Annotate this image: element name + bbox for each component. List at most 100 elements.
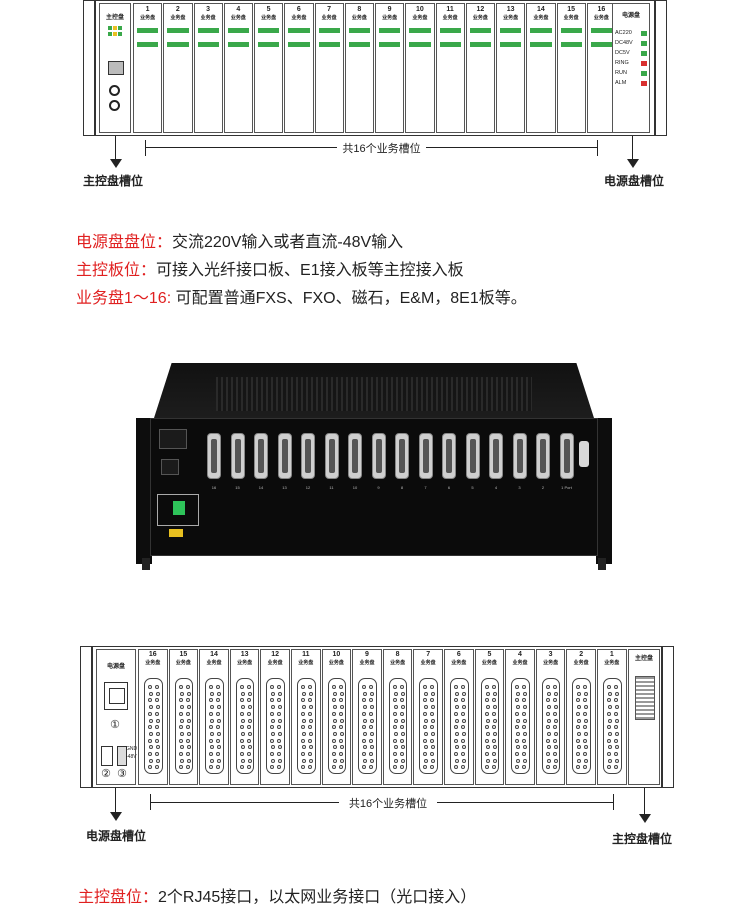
db-pin [301,698,305,703]
top-power-panel-title: 电源盘 [621,13,640,19]
db-pin [185,711,190,716]
db-pin [461,765,465,770]
power-indicator-label: DC48V [615,40,633,46]
db-pin [552,725,557,730]
db-pin [155,765,159,770]
db-pin [362,752,367,756]
db-pin [431,731,436,736]
db-pin [210,745,215,750]
db-connector [388,678,408,774]
db-pin [523,705,528,710]
db-pin [485,718,490,723]
db-pin [178,711,183,716]
db-pin [217,745,222,750]
db-pin [185,752,190,756]
db-pin [148,698,152,703]
db-pin [149,758,153,763]
db-pin [522,725,527,730]
db-pin [515,698,520,703]
db-pin [614,711,618,716]
fiber-port-tx-icon [109,85,120,96]
rj45-port-icon [108,61,124,75]
db-pin [155,738,159,743]
photo-db-port [489,433,503,479]
db-pin [331,711,336,716]
db-pin [484,725,489,730]
db-pin [399,685,404,689]
power-indicator-led [641,41,647,46]
db-pin [339,758,344,763]
db-pin [615,691,619,696]
db-pin [370,745,375,750]
db-pin [301,685,305,689]
bottom-slot-number: 5 [487,651,492,658]
top-slot-number: 2 [175,6,180,13]
db-pin [370,718,375,723]
bottom-slot-title: 业务盘 [267,660,283,666]
db-connector [480,678,500,774]
top-slot-number: 7 [327,6,332,13]
db-pin [553,691,558,696]
db-pin [552,685,557,689]
db-pin [278,758,283,763]
db-pin [392,738,397,743]
db-pin [210,731,215,736]
db-pin [615,745,619,750]
db-pin [424,745,429,750]
photo-dc-connector [169,529,183,537]
db-pin [362,725,367,730]
photo-db-port [277,433,292,479]
power-indicator-led [641,81,647,86]
photo-port-label: 3 [518,485,521,490]
slot-terminal-block [590,28,612,33]
db-pin [308,752,312,756]
bottom-slot-number: 2 [579,651,584,658]
db-pin [393,731,398,736]
db-pin [308,685,312,689]
db-pin [615,718,619,723]
power-indicator: AC220 [615,30,649,38]
db-pin [363,745,368,750]
db-pin [576,725,581,730]
top-slot-title: 业务盘 [261,15,277,21]
db-pin [240,758,245,763]
photo-port-label: 1 Port [561,485,572,490]
db-pin [363,731,368,736]
top-slot-title: 业务盘 [351,15,367,21]
db-pin [516,705,521,710]
db-pin [492,758,497,763]
db-pin [363,705,368,710]
db-pin [339,705,344,710]
photo-db-port [512,433,527,479]
db-pin [393,745,398,750]
db-pin [430,698,435,703]
db-connector [235,678,255,774]
db-pin [246,685,251,689]
slot-terminal-block [560,28,582,33]
db-pin [583,752,588,756]
top-slot-title: 业务盘 [382,15,398,21]
db-pin [583,685,588,689]
db-pin [186,745,191,750]
db-pin [309,745,313,750]
db-pin [149,745,153,750]
db-pin [393,758,398,763]
db-pin [576,752,581,756]
db-pin [461,685,465,689]
bottom-span-line-right [437,802,613,803]
db-pin [302,745,306,750]
db-pin [246,711,251,716]
power-indicator-label: DC5V [615,50,630,56]
db-pin [454,765,458,770]
db-pin [392,711,397,716]
db-pin [492,731,497,736]
db-pin [454,725,458,730]
top-slot-title: 业务盘 [321,15,337,21]
slot-terminal-block [167,42,189,47]
top-slot-number: 1 [145,6,150,13]
